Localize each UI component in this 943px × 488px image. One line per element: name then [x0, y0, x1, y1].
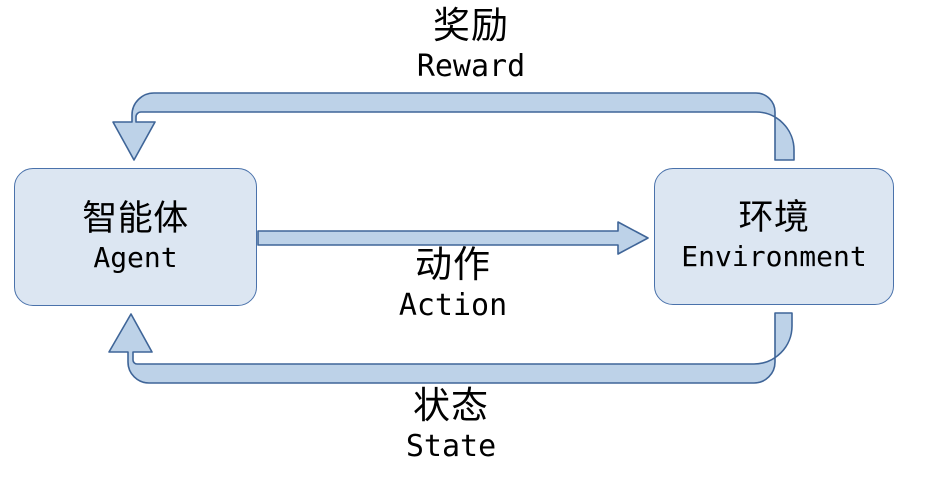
node-agent-label-cn: 智能体	[82, 198, 189, 239]
edge-label-action: 动作 Action	[303, 243, 603, 323]
node-agent-label-en: Agent	[93, 240, 178, 274]
edge-label-state-cn: 状态	[413, 384, 489, 427]
node-environment[interactable]: 环境 Environment	[654, 168, 894, 305]
edge-label-reward-en: Reward	[416, 48, 526, 84]
node-environment-label-cn: 环境	[738, 198, 810, 239]
node-environment-label-en: Environment	[681, 240, 867, 274]
edge-label-action-cn: 动作	[415, 243, 491, 286]
edge-label-state: 状态 State	[301, 384, 601, 464]
node-agent[interactable]: 智能体 Agent	[14, 168, 257, 306]
edge-label-state-en: State	[405, 428, 497, 464]
reward-arrow	[112, 92, 795, 161]
edge-label-action-en: Action	[398, 287, 508, 323]
edge-label-reward: 奖励 Reward	[321, 4, 621, 84]
state-arrow	[108, 312, 793, 384]
action-arrow	[257, 221, 649, 255]
edge-label-reward-cn: 奖励	[433, 4, 509, 47]
